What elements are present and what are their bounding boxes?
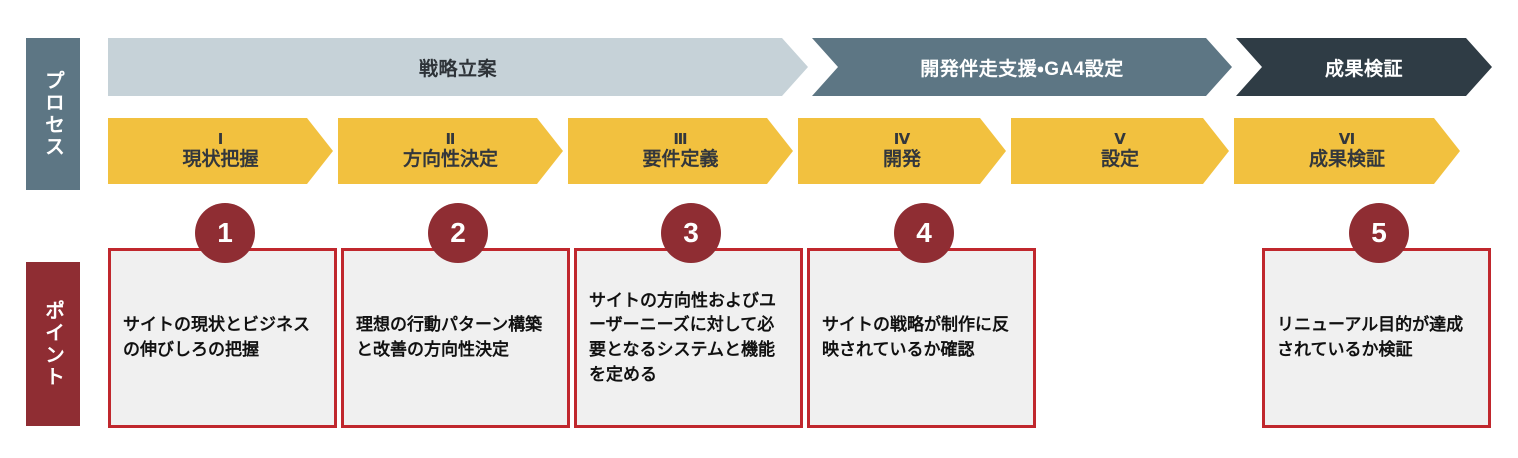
step-numeral: Ⅱ [445,130,456,148]
point-box-2[interactable]: 理想の行動パターン構築と改善の方向性決定 [341,248,570,428]
point-badge-number: 2 [450,217,466,248]
phase-shape [1236,38,1492,96]
point-box-text: サイトの現状とビジネスの伸びしろの把握 [123,315,310,359]
step-name: 要件定義 [642,148,719,170]
step-chevron-6[interactable]: Ⅵ 成果検証 [1234,118,1460,184]
step-chevron-1[interactable]: Ⅰ 現状把握 [108,118,333,184]
point-box-3[interactable]: サイトの方向性およびユーザーニーズに対して必要となるシステムと機能を定める [574,248,803,428]
step-shape [338,118,563,184]
point-box-text: サイトの方向性およびユーザーニーズに対して必要となるシステムと機能を定める [589,290,776,384]
step-numeral: Ⅳ [893,130,911,148]
phase-chevron-strategy[interactable]: 戦略立案 [108,38,808,96]
step-chevron-5[interactable]: Ⅴ 設定 [1011,118,1229,184]
step-shape [1234,118,1460,184]
step-shape [568,118,793,184]
step-name: 成果検証 [1308,148,1385,170]
point-box-4[interactable]: サイトの戦略が制作に反映されているか確認 [807,248,1036,428]
phase-chevron-development-ga4[interactable]: 開発伴走支援・GA4設定 [812,38,1232,96]
point-badge-1: 1 [195,203,255,263]
step-numeral: Ⅲ [673,130,688,148]
point-badge-4: 4 [894,203,954,263]
step-chevron-4[interactable]: Ⅳ 開発 [798,118,1006,184]
row-label-process-text: プロセス [41,70,64,158]
point-box-text: サイトの戦略が制作に反映されているか確認 [822,315,1009,359]
phase-label: 成果検証 [1324,58,1403,80]
point-badge-number: 1 [217,217,233,248]
step-chevron-3[interactable]: Ⅲ 要件定義 [568,118,793,184]
point-box-text: 理想の行動パターン構築と改善の方向性決定 [356,315,543,359]
step-chevron-2[interactable]: Ⅱ 方向性決定 [338,118,563,184]
point-box-5[interactable]: リニューアル目的が達成されているか検証 [1262,248,1491,428]
point-badge-5: 5 [1349,203,1409,263]
step-name: 方向性決定 [402,148,498,170]
step-shape [798,118,1006,184]
point-box-text: リニューアル目的が達成されているか検証 [1277,315,1464,359]
phase-shape [812,38,1232,96]
row-label-process: プロセス [26,38,80,190]
step-numeral: Ⅰ [217,130,224,148]
point-badge-3: 3 [661,203,721,263]
point-box-1[interactable]: サイトの現状とビジネスの伸びしろの把握 [108,248,337,428]
row-label-point: ポイント [26,262,80,426]
step-shape [1011,118,1229,184]
phase-shape [108,38,808,96]
row-label-point-text: ポイント [41,300,64,388]
point-badge-2: 2 [428,203,488,263]
step-name: 開発 [882,148,921,170]
point-badge-number: 3 [683,217,699,248]
step-numeral: Ⅴ [1114,130,1126,148]
step-name: 現状把握 [182,148,259,170]
phase-chevron-results-verification[interactable]: 成果検証 [1236,38,1492,96]
point-badge-number: 4 [916,217,932,248]
step-numeral: Ⅵ [1338,130,1356,148]
point-badge-number: 5 [1371,217,1387,248]
step-name: 設定 [1100,148,1139,170]
phase-label: 戦略立案 [418,58,497,80]
step-shape [108,118,333,184]
phase-label: 開発伴走支援・GA4設定 [920,58,1124,80]
